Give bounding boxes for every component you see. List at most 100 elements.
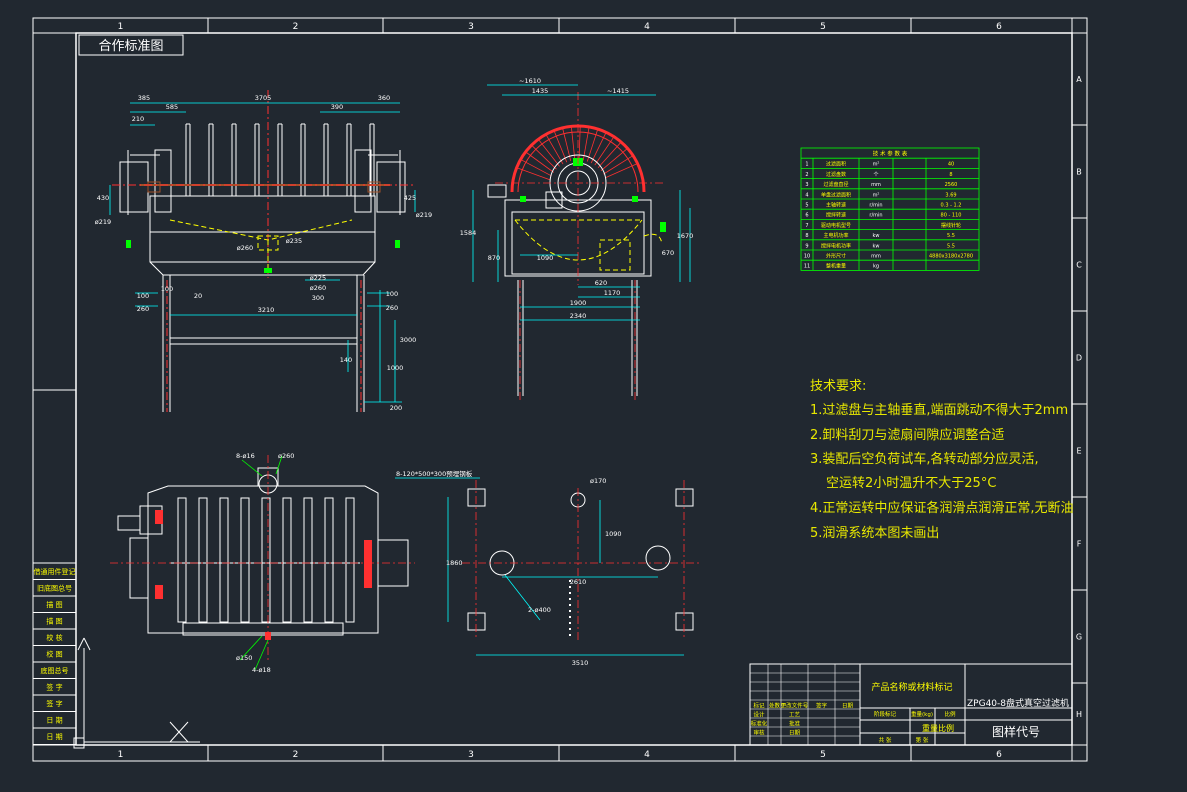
side-panel-cell: 描 图 xyxy=(46,600,62,609)
callout-8-16: 8-ø16 xyxy=(236,452,255,460)
dim-260-right: 260 xyxy=(386,304,398,312)
dim-430: 430 xyxy=(97,194,109,202)
dim-1415: ~1415 xyxy=(607,87,629,95)
title-header-cell: 更改文件号 xyxy=(781,702,809,710)
dim-1090: 1090 xyxy=(537,254,554,262)
grid-row-label: H xyxy=(1076,710,1082,719)
dim-390: 390 xyxy=(331,103,343,111)
front-view: 3855853705390360210430ø219425ø219ø260ø23… xyxy=(95,90,432,412)
param-name: 过滤面积 xyxy=(826,161,846,168)
dim-2610: 2610 xyxy=(570,578,587,586)
grid-col-label-bottom: 6 xyxy=(996,750,1002,760)
side-panel-cell: 借通用件登记 xyxy=(34,567,76,576)
dim-1435: 1435 xyxy=(532,87,549,95)
side-panel-cell: 校 核 xyxy=(46,633,62,642)
param-value: 2560 xyxy=(945,182,958,188)
dim-1860: 1860 xyxy=(446,559,463,567)
grid-row-label: D xyxy=(1076,354,1082,363)
grid-col-label-bottom: 5 xyxy=(820,750,826,760)
param-value: 40 xyxy=(948,162,954,168)
grid-col-label-top: 2 xyxy=(293,22,299,32)
requirement-1: 1.过滤盘与主轴垂直,端面跳动不得大于2mm xyxy=(810,402,1068,418)
grid-row-label: G xyxy=(1076,633,1082,642)
mid-scale: 比例 xyxy=(944,710,956,718)
callout-150: ø150 xyxy=(236,654,252,662)
dim-225: ø225 xyxy=(310,274,326,282)
stamp-text: 合作标准图 xyxy=(98,39,163,54)
param-value: 3.69 xyxy=(945,192,956,198)
param-unit: kg xyxy=(873,264,879,270)
dim-100-left: 100 xyxy=(137,292,149,300)
param-unit: mm xyxy=(871,254,881,260)
product-name-label: 产品名称或材料标记 xyxy=(871,681,952,693)
param-unit: r/min xyxy=(869,203,882,209)
dim-3000: 3000 xyxy=(400,336,417,344)
dim-2340: 2340 xyxy=(570,312,587,320)
title-role-cell: 设计 xyxy=(753,711,765,719)
parameters-table-title: 技 术 参 数 表 xyxy=(873,150,908,158)
dim-620: 620 xyxy=(595,279,607,287)
param-name: 主轴转速 xyxy=(826,202,846,209)
dim-2x400: 2-ø400 xyxy=(528,606,551,614)
dim-1090: 1090 xyxy=(605,530,622,538)
dim-100-inner: 100 xyxy=(161,285,173,293)
plan-disc xyxy=(303,497,313,623)
dim-210: 210 xyxy=(132,115,144,123)
stamp-top-left: 合作标准图 xyxy=(78,34,184,56)
grid-row-label: A xyxy=(1076,75,1082,84)
param-value: 5.5 xyxy=(947,233,955,239)
weight-label: 重量 xyxy=(922,723,938,733)
ucs-icon xyxy=(73,637,200,749)
scale-label: 比例 xyxy=(938,723,954,733)
param-name: 搅拌转速 xyxy=(826,212,846,219)
dim-870: 870 xyxy=(488,254,500,262)
dim-170: ø170 xyxy=(590,477,606,485)
dim-100-right: 100 xyxy=(386,290,398,298)
title-header-cell: 签字 xyxy=(816,702,828,710)
param-index: 1 xyxy=(805,162,808,168)
title-header-cell: 日期 xyxy=(842,703,854,710)
param-value: 5.5 xyxy=(947,243,955,249)
grid-row-label: B xyxy=(1076,168,1082,177)
grid-col-label-bottom: 1 xyxy=(118,750,124,760)
title-header-cell: 处数 xyxy=(769,702,781,710)
param-name: 主电机功率 xyxy=(823,232,848,239)
param-index: 5 xyxy=(805,203,808,209)
side-panel-cell: 描 图 xyxy=(46,617,62,626)
dim-260-lower: ø260 xyxy=(310,284,326,292)
dim-3210: 3210 xyxy=(258,306,275,314)
side-panel-cell: 日 期 xyxy=(46,717,62,725)
title-block: 标记处数更改文件号签字日期设计标准化审核工艺批准日期阶段标记重量(kg)比例共 … xyxy=(749,663,1073,746)
mid-total-sheets: 共 张 xyxy=(879,736,892,744)
callout-260: ø260 xyxy=(278,452,294,460)
param-unit: 个 xyxy=(873,172,878,178)
dim-3705: 3705 xyxy=(255,94,272,102)
dim-219-left: ø219 xyxy=(95,218,111,226)
dim-1670: 1670 xyxy=(677,232,694,240)
mid-weight: 重量(kg) xyxy=(911,710,933,718)
param-value: 0.3 - 1.2 xyxy=(941,203,962,209)
dim-670: 670 xyxy=(662,249,674,257)
param-name: 过滤盘数 xyxy=(826,171,846,178)
title-header-cell: 标记 xyxy=(753,702,765,710)
foundation-note: 8-120*500*300预埋钢板 xyxy=(396,469,473,478)
dim-300: 300 xyxy=(312,294,324,302)
param-name: 外形尺寸 xyxy=(826,253,846,260)
requirement-2: 2.卸料刮刀与滤扇间隙应调整合适 xyxy=(810,427,1004,443)
drawing-no-label: 图样代号 xyxy=(992,724,1040,739)
grid-col-label-top: 5 xyxy=(820,22,826,32)
param-value: 8 xyxy=(949,172,952,178)
plan-disc xyxy=(261,497,271,623)
side-panel-cell: 签 字 xyxy=(46,699,62,708)
param-index: 8 xyxy=(805,233,808,239)
plan-disc xyxy=(177,497,187,623)
param-name: 单盘过滤面积 xyxy=(821,191,851,198)
dim-1584: 1584 xyxy=(460,229,477,237)
dim-1170: 1170 xyxy=(604,289,621,297)
dim-20: 20 xyxy=(194,292,202,300)
param-index: 7 xyxy=(805,223,808,229)
